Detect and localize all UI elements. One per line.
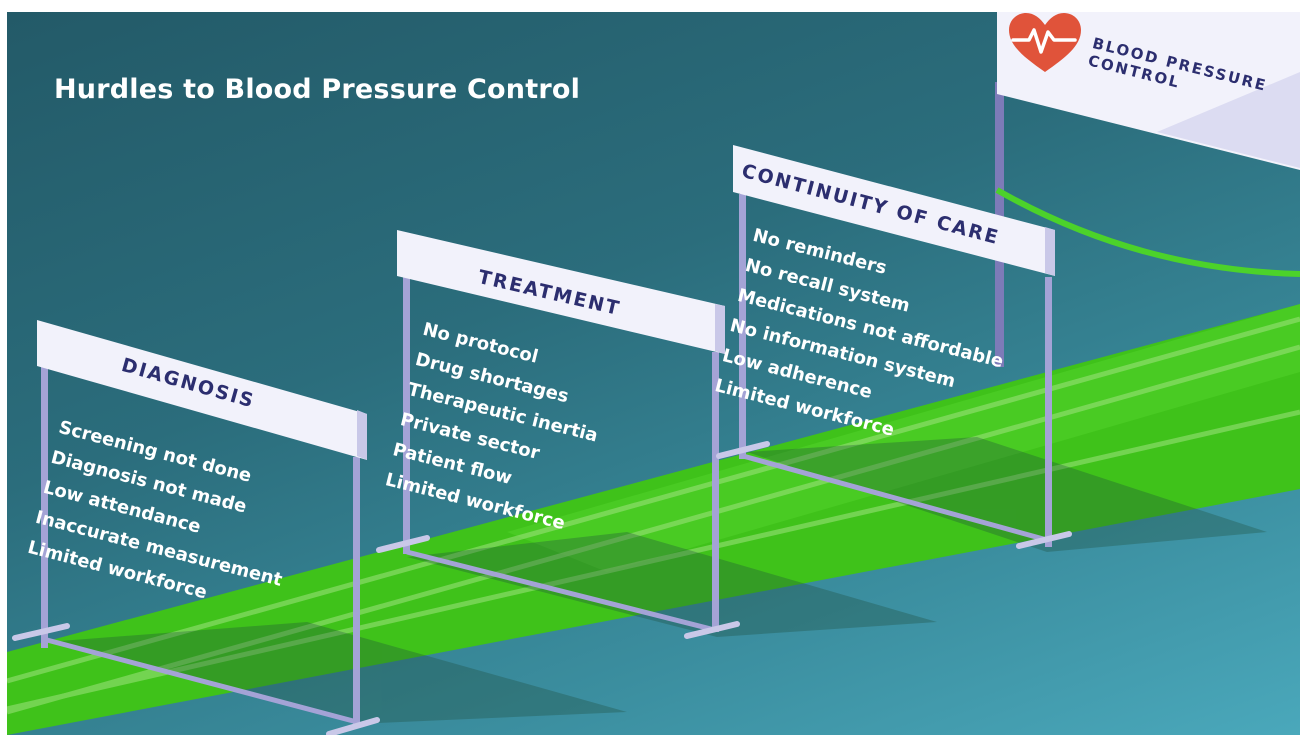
page-title: Hurdles to Blood Pressure Control: [54, 74, 581, 105]
hurdle-treatment: [376, 230, 740, 639]
hurdle-continuity-of-care: [716, 145, 1072, 549]
finish-banner-shade: [1157, 72, 1300, 168]
track-highlight: [507, 304, 1300, 572]
finish-line: [995, 187, 1300, 277]
race-track-illustration: [7, 12, 1300, 735]
heart-pulse-icon: [1009, 13, 1081, 72]
slide-canvas: Hurdles to Blood Pressure Control BLOOD …: [7, 12, 1300, 735]
hurdle-shadows: [47, 437, 1267, 724]
hurdle-diagnosis: [12, 320, 380, 735]
lane-lines: [7, 316, 1300, 715]
